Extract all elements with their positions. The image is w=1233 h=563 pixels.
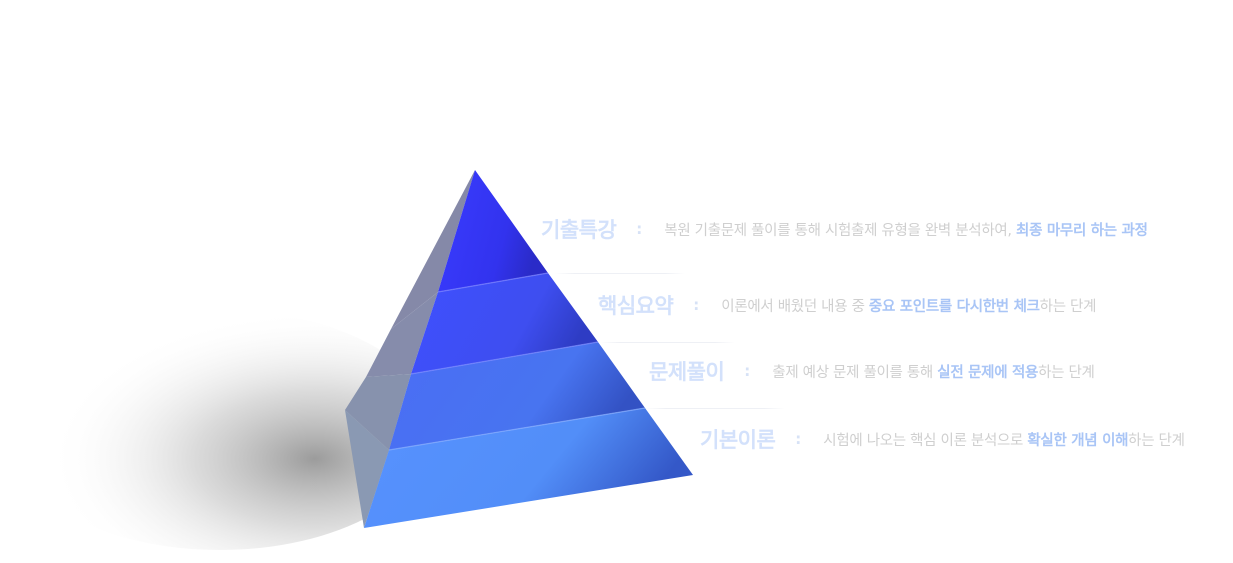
level-description: 이론에서 배웠던 내용 중 중요 포인트를 다시한번 체크하는 단계 <box>721 295 1096 316</box>
level-row-problem-solving: 문제풀이 : 출제 예상 문제 풀이를 통해 실전 문제에 적용하는 단계 <box>649 356 1095 386</box>
description-text: 이론에서 배웠던 내용 중 <box>721 298 869 315</box>
description-highlight: 중요 포인트를 다시한번 체크 <box>868 298 1040 315</box>
level-description: 시험에 나오는 핵심 이론 분석으로 확실한 개념 이해하는 단계 <box>823 429 1185 450</box>
description-highlight: 최종 마무리 하는 과정 <box>1016 222 1148 239</box>
description-text: 출제 예상 문제 풀이를 통해 <box>772 364 938 381</box>
description-text: 하는 단계 <box>1128 432 1185 449</box>
level-title: 핵심요약 <box>598 294 674 318</box>
pyramid-layer-bottom <box>364 408 693 528</box>
level-colon: : <box>744 362 751 380</box>
description-highlight: 실전 문제에 적용 <box>937 364 1039 381</box>
description-text: 시험에 나오는 핵심 이론 분석으로 <box>823 432 1028 449</box>
level-row-core-summary: 핵심요약 : 이론에서 배웠던 내용 중 중요 포인트를 다시한번 체크하는 단… <box>598 290 1096 320</box>
separator-line <box>600 342 735 343</box>
level-description: 복원 기출문제 풀이를 통해 시험출제 유형을 완벽 분석하여, 최종 마무리 … <box>664 219 1148 240</box>
side-face-layer-4 <box>345 410 389 528</box>
level-row-basic-theory: 기본이론 : 시험에 나오는 핵심 이론 분석으로 확실한 개념 이해하는 단계 <box>700 424 1185 454</box>
description-text: 복원 기출문제 풀이를 통해 시험출제 유형을 완벽 분석하여, <box>664 222 1017 239</box>
description-highlight: 확실한 개념 이해 <box>1027 432 1129 449</box>
side-face-layer-2 <box>366 292 438 377</box>
description-text: 하는 단계 <box>1038 364 1095 381</box>
side-face-layer-1 <box>391 170 475 329</box>
level-colon: : <box>693 296 700 314</box>
separator-line <box>555 273 685 274</box>
level-description: 출제 예상 문제 풀이를 통해 실전 문제에 적용하는 단계 <box>772 361 1095 382</box>
level-row-exam-special: 기출특강 : 복원 기출문제 풀이를 통해 시험출제 유형을 완벽 분석하여, … <box>541 214 1148 244</box>
pyramid-layer-2 <box>411 273 598 374</box>
description-text: 하는 단계 <box>1039 298 1097 315</box>
level-title: 문제풀이 <box>649 360 725 384</box>
level-title: 기본이론 <box>700 428 776 452</box>
level-colon: : <box>795 430 802 448</box>
pyramid-layer-top <box>438 170 548 292</box>
pyramid-shadow <box>5 310 435 550</box>
pyramid-layer-3 <box>389 342 645 450</box>
level-colon: : <box>636 220 643 238</box>
separator-line <box>645 408 785 409</box>
level-title: 기출특강 <box>541 218 617 242</box>
